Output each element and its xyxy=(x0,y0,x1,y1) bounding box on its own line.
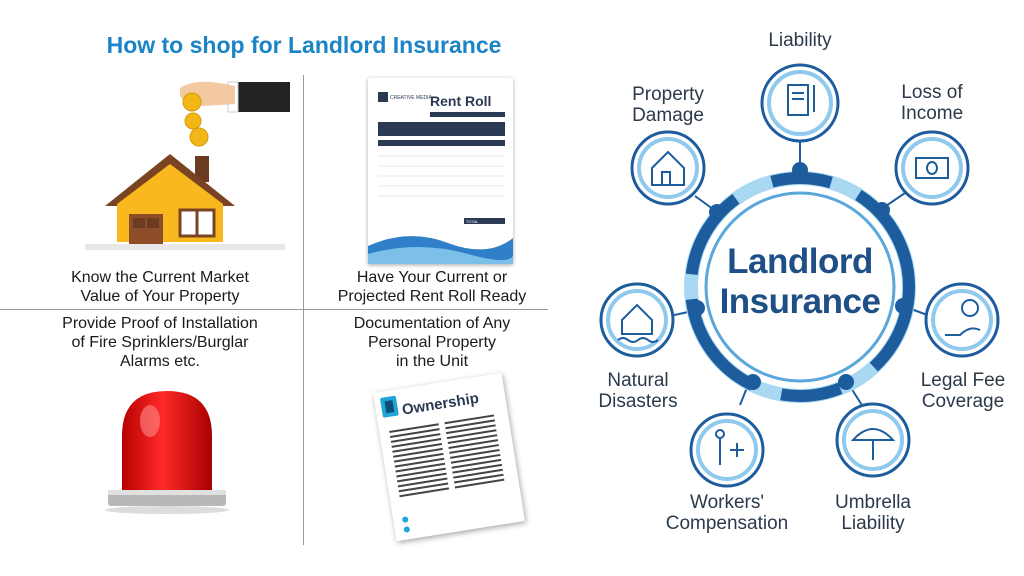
label-workers-compensation: Workers' Compensation xyxy=(665,492,789,534)
label-liability: Liability xyxy=(768,30,832,51)
siren-icon xyxy=(105,391,229,514)
hub-title: Landlord Insurance xyxy=(700,242,900,322)
rent-roll-total: TOTAL xyxy=(466,219,479,224)
insurance-wheel xyxy=(599,63,1000,488)
rent-roll-company: CREATIVE MEDIA xyxy=(390,95,433,101)
rent-roll-title: Rent Roll xyxy=(430,93,491,109)
ownership-title: Ownership xyxy=(401,390,480,419)
page-title: How to shop for Landlord Insurance xyxy=(106,32,502,58)
label-property-damage: Property Damage xyxy=(632,84,704,126)
divider-horizontal xyxy=(0,309,548,310)
rent-roll-caption: Have Your Current or Projected Rent Roll… xyxy=(337,269,527,305)
documentation-caption: Documentation of Any Personal Property i… xyxy=(353,315,511,370)
label-umbrella-liability: Umbrella Liability xyxy=(834,492,912,534)
divider-vertical xyxy=(303,75,304,545)
ownership-document: Ownership xyxy=(373,372,525,542)
market-value-caption: Know the Current Market Value of Your Pr… xyxy=(71,269,249,305)
hub-title-line2: Insurance xyxy=(719,282,881,321)
label-loss-of-income: Loss of Income xyxy=(900,82,964,124)
hub-title-line1: Landlord xyxy=(727,242,873,281)
label-natural-disasters: Natural Disasters xyxy=(598,370,678,412)
house-coin-illustration xyxy=(85,81,290,250)
label-legal-fee-coverage: Legal Fee Coverage xyxy=(920,370,1006,412)
rent-roll-document: CREATIVE MEDIA Rent Roll TOTAL xyxy=(368,78,514,264)
proof-installation-caption: Provide Proof of Installation of Fire Sp… xyxy=(62,315,258,370)
